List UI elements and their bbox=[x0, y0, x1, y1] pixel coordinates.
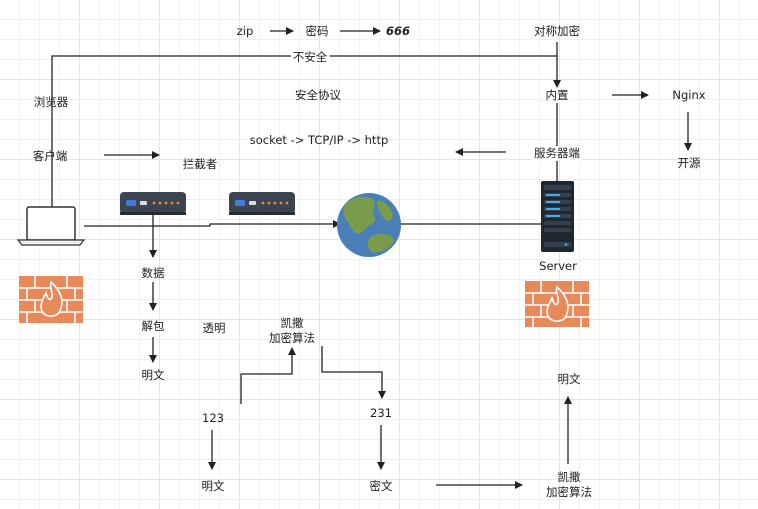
label-666: 666 bbox=[385, 24, 411, 38]
label-duichen-jiami: 对称加密 bbox=[534, 24, 580, 38]
label-nginx: Nginx bbox=[672, 88, 706, 102]
label-server: Server bbox=[539, 259, 577, 273]
label-miwen: 密文 bbox=[369, 479, 393, 493]
label-anquan-xieyi: 安全协议 bbox=[295, 88, 341, 102]
server-icon bbox=[541, 181, 574, 252]
label-231: 231 bbox=[370, 406, 392, 420]
label-mingwen-right: 明文 bbox=[557, 372, 581, 386]
label-jiebao: 解包 bbox=[141, 319, 165, 333]
arrow-laptop-to-globe bbox=[84, 220, 341, 228]
label-touming: 透明 bbox=[202, 321, 226, 335]
label-shuju: 数据 bbox=[141, 266, 165, 280]
router-icon bbox=[229, 192, 295, 215]
firewall-icon bbox=[525, 281, 589, 327]
label-neizhi: 内置 bbox=[543, 88, 571, 103]
globe-icon bbox=[337, 193, 401, 257]
router-icon bbox=[120, 192, 186, 215]
label-kaisa2-line1: 凯撒 bbox=[557, 470, 581, 484]
label-buanquan: 不安全 bbox=[290, 50, 330, 65]
label-zip: zip bbox=[236, 24, 254, 38]
label-kaiyuan: 开源 bbox=[677, 156, 701, 170]
label-123: 123 bbox=[202, 411, 224, 425]
line-insecure-top bbox=[51, 55, 557, 240]
label-kaisa-algorithm-2: 凯撒 加密算法 bbox=[529, 470, 609, 500]
label-liulanqi: 浏览器 bbox=[33, 95, 69, 109]
arrow-123-to-kaisa bbox=[240, 347, 296, 404]
label-mima: 密码 bbox=[305, 24, 329, 38]
label-kehuduan: 客户端 bbox=[32, 149, 68, 163]
label-kaisa-line1: 凯撒 bbox=[280, 316, 304, 330]
label-fuwuqi-duan: 服务器端 bbox=[532, 146, 582, 161]
label-lanjiezhe: 拦截者 bbox=[182, 157, 218, 171]
arrow-kaisa-to-231 bbox=[321, 346, 386, 399]
firewall-icon bbox=[19, 276, 83, 323]
label-kaisa-algorithm: 凯撒 加密算法 bbox=[252, 316, 332, 346]
laptop-icon bbox=[16, 206, 86, 246]
label-mingwen-left: 明文 bbox=[141, 368, 165, 382]
connectors bbox=[51, 27, 692, 489]
label-socket-protocol: socket -> TCP/IP -> http bbox=[249, 133, 389, 147]
label-kaisa-line2: 加密算法 bbox=[269, 331, 315, 345]
label-mingwen-bottom: 明文 bbox=[201, 479, 225, 493]
label-kaisa2-line2: 加密算法 bbox=[546, 485, 592, 499]
